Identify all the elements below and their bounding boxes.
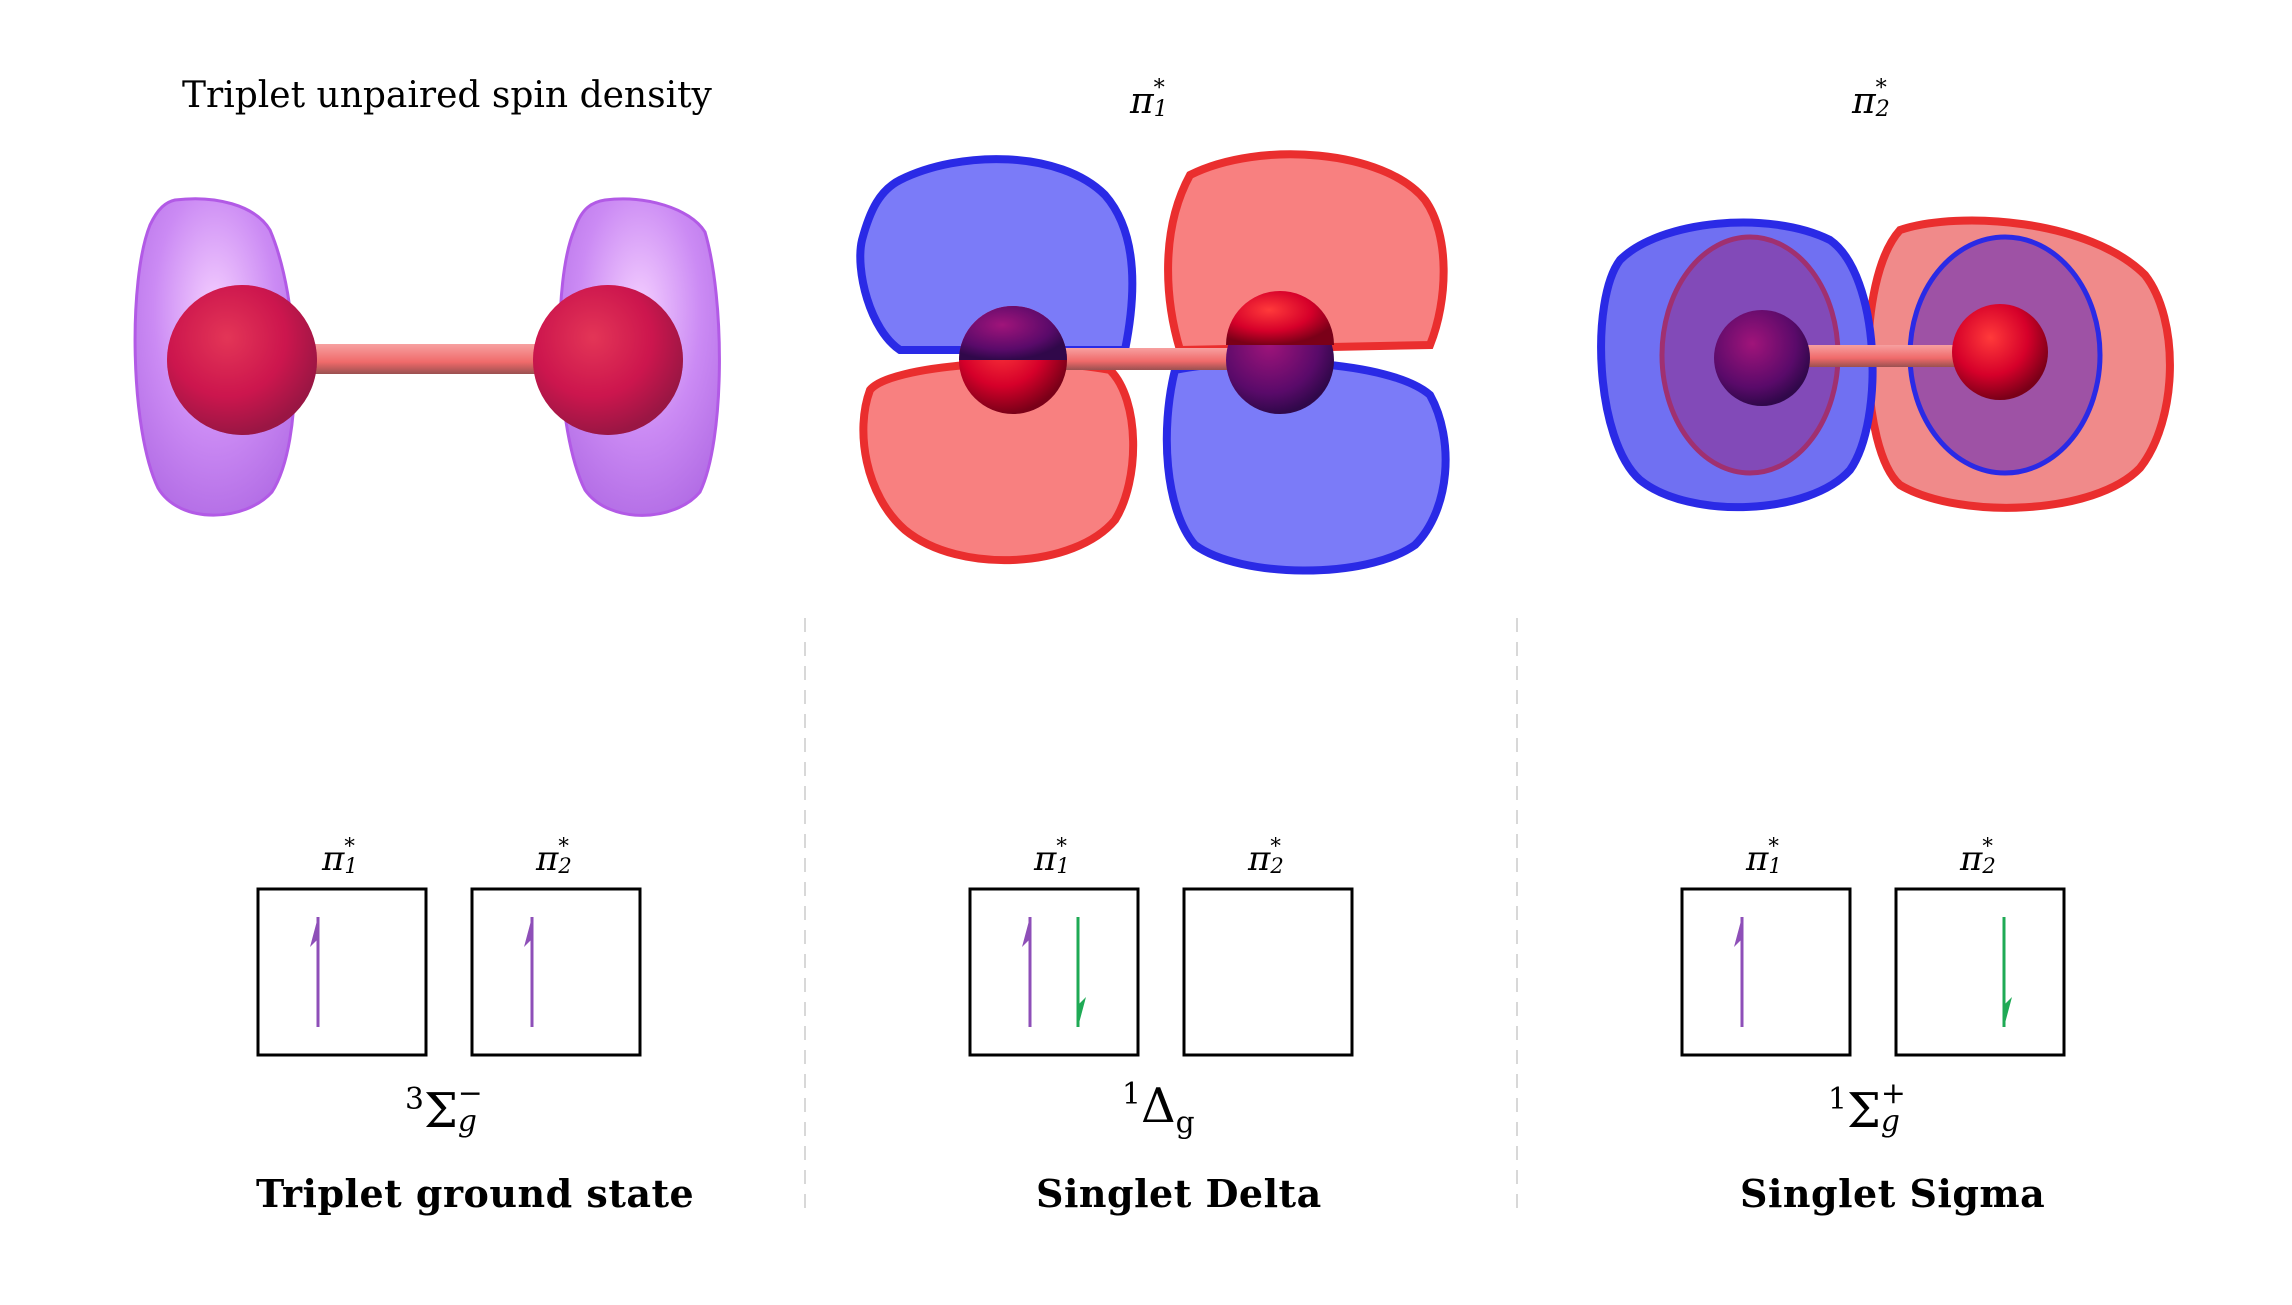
oxygen-atom-left bbox=[167, 285, 317, 435]
pi1-orbital-model bbox=[856, 150, 1450, 575]
state-name-singlet-delta: Singlet Delta bbox=[1036, 1171, 1322, 1216]
o-o-bond bbox=[230, 344, 600, 374]
state-name-singlet-sigma: Singlet Sigma bbox=[1740, 1171, 2046, 1216]
term-symbol-singlet-sigma: 1Σ+g bbox=[1828, 1076, 1906, 1140]
panel-title-pi1: π*1 bbox=[1130, 75, 1168, 123]
triplet-spin-density-model bbox=[133, 197, 721, 517]
lobe-blue-bottom-right bbox=[1162, 358, 1450, 575]
spin-down-arrowhead bbox=[1078, 997, 1086, 1027]
oxygen-atom-right bbox=[533, 285, 683, 435]
box-label-p1-pi1: π*1 bbox=[322, 833, 358, 879]
lobe-red-top-right bbox=[1164, 150, 1448, 355]
spin-up-arrowhead bbox=[1734, 917, 1742, 947]
spin-up-arrowhead bbox=[1022, 917, 1030, 947]
panel-title-pi2: π*2 bbox=[1852, 75, 1890, 123]
box-label-p2-pi2: π*2 bbox=[1248, 833, 1284, 879]
box-label-p3-pi2: π*2 bbox=[1960, 833, 1996, 879]
orbital-box bbox=[256, 887, 428, 1057]
oxygen-atom-left bbox=[1714, 310, 1810, 406]
lobe-blue-top-left bbox=[856, 155, 1137, 354]
pi2-orbital-model bbox=[1597, 216, 2174, 512]
oxygen-atom-right bbox=[1952, 304, 2048, 400]
orbital-box bbox=[1680, 887, 1852, 1057]
orbital-box bbox=[1182, 887, 1354, 1057]
spin-up-arrowhead bbox=[524, 917, 532, 947]
box-label-p1-pi2: π*2 bbox=[536, 833, 572, 879]
orbital-box bbox=[968, 887, 1140, 1057]
o-o-bond bbox=[1790, 345, 1990, 367]
term-symbol-triplet: 3Σ−g bbox=[405, 1076, 483, 1140]
spin-down-arrowhead bbox=[2004, 997, 2012, 1027]
orbital-box bbox=[470, 887, 642, 1057]
term-symbol-singlet-delta: 1Δg bbox=[1122, 1077, 1195, 1141]
box-label-p2-pi1: π*1 bbox=[1034, 833, 1070, 879]
state-name-triplet: Triplet ground state bbox=[256, 1171, 695, 1216]
spin-up-arrowhead bbox=[310, 917, 318, 947]
box-label-p3-pi1: π*1 bbox=[1746, 833, 1782, 879]
orbital-box bbox=[1894, 887, 2066, 1057]
panel-title-triplet-spin-density: Triplet unpaired spin density bbox=[182, 75, 712, 116]
orbital-occupancy-boxes bbox=[256, 887, 2066, 1057]
